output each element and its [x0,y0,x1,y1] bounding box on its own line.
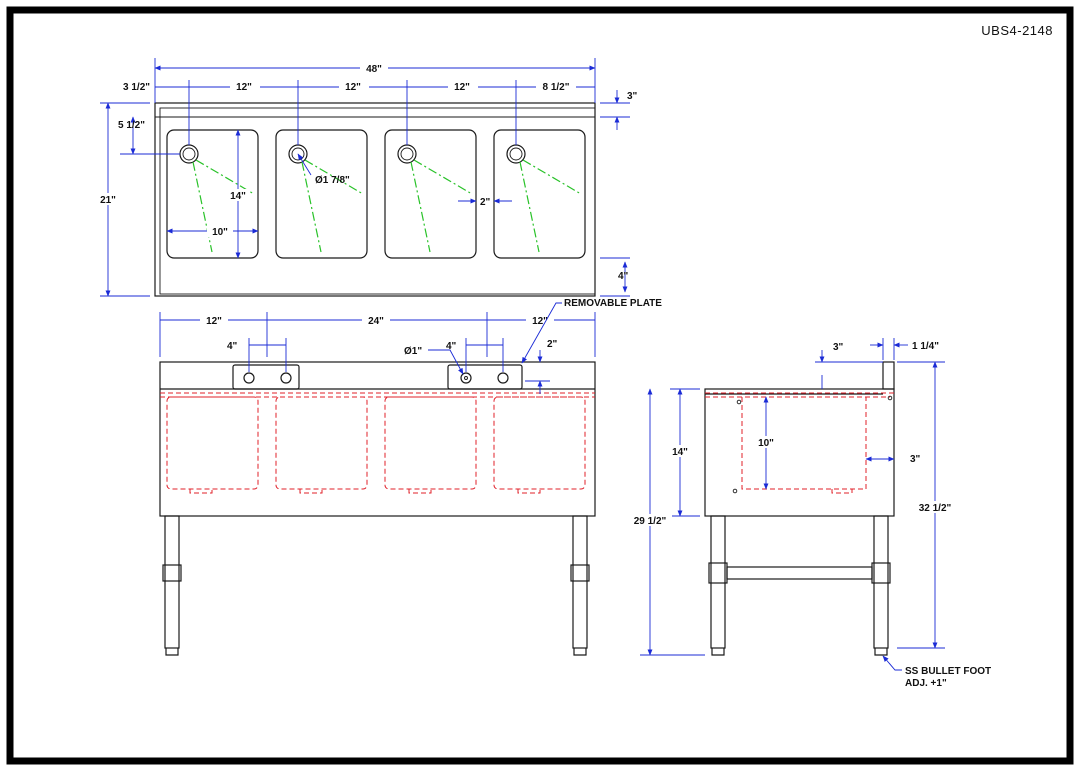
svg-text:3 1/2": 3 1/2" [123,82,150,93]
svg-text:1 1/4": 1 1/4" [912,341,939,352]
front-view [159,361,596,656]
svg-text:3": 3" [627,91,638,102]
faucet-plate-right [447,364,523,390]
svg-text:5 1/2": 5 1/2" [118,120,145,131]
top-bowl-2 [275,129,368,259]
svg-text:21": 21" [100,195,116,206]
svg-text:3": 3" [833,342,844,353]
svg-text:14": 14" [672,447,688,458]
svg-text:12": 12" [345,82,361,93]
svg-text:10": 10" [212,227,228,238]
svg-text:ADJ. +1": ADJ. +1" [905,678,947,689]
svg-text:2": 2" [480,197,491,208]
top-bowl-1 [166,129,259,259]
svg-text:4": 4" [446,341,457,352]
top-view-dimensions: 48" 3 1/2" 12" 12" 12" 8 1/2" 3" 5 1/2" … [96,58,638,297]
model-number: UBS4-2148 [981,23,1053,38]
svg-text:SS BULLET FOOT: SS BULLET FOOT [905,666,991,677]
svg-text:12": 12" [454,82,470,93]
faucet-plate-left [232,364,300,390]
svg-text:14": 14" [230,191,246,202]
svg-text:12": 12" [206,316,222,327]
front-view-dimensions: 12" 24" 12" 4" 4" Ø1" REMOVABLE PLATE 2" [159,298,662,394]
svg-text:29 1/2": 29 1/2" [634,516,667,527]
svg-text:Ø1 7/8": Ø1 7/8" [315,175,350,186]
svg-text:32 1/2": 32 1/2" [919,503,952,514]
top-bowl-3 [384,129,477,259]
svg-text:10": 10" [758,438,774,449]
svg-text:4": 4" [618,271,629,282]
svg-text:4": 4" [227,341,238,352]
svg-text:48": 48" [366,64,382,75]
svg-text:12": 12" [532,316,548,327]
svg-text:2": 2" [547,339,558,350]
svg-text:12": 12" [236,82,252,93]
top-view [154,102,596,297]
top-bowl-4 [493,129,586,259]
svg-text:REMOVABLE PLATE: REMOVABLE PLATE [564,298,662,309]
svg-text:8 1/2": 8 1/2" [543,82,570,93]
svg-text:3": 3" [910,454,921,465]
svg-text:Ø1": Ø1" [404,346,422,357]
cross-brace [726,566,873,580]
side-view-dimensions: 3" 1 1/4" 14" 10" 3" 29 1/2" 32 1/2" SS … [628,338,991,689]
svg-text:24": 24" [368,316,384,327]
side-view [704,361,895,656]
